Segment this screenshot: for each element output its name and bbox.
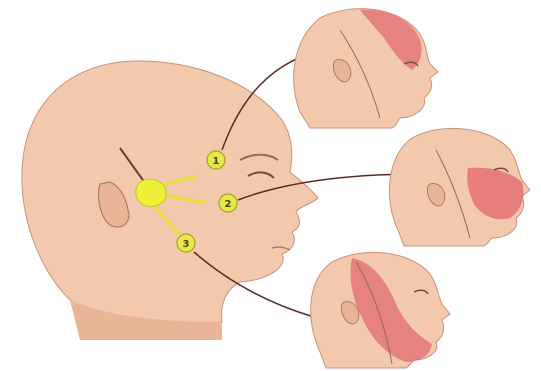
head-1-silhouette (294, 9, 438, 128)
marker-1-label: 1 (213, 156, 220, 167)
head-ophthalmic-region (294, 9, 438, 128)
head-mandibular-region (311, 252, 450, 368)
marker-2-label: 2 (225, 199, 232, 210)
main-head (22, 61, 318, 340)
marker-3-label: 3 (183, 239, 190, 250)
marker-3: 3 (177, 234, 195, 252)
marker-2: 2 (219, 194, 237, 212)
marker-1: 1 (207, 151, 225, 169)
head-maxillary-region (389, 128, 530, 246)
trigeminal-ganglion (136, 179, 166, 206)
